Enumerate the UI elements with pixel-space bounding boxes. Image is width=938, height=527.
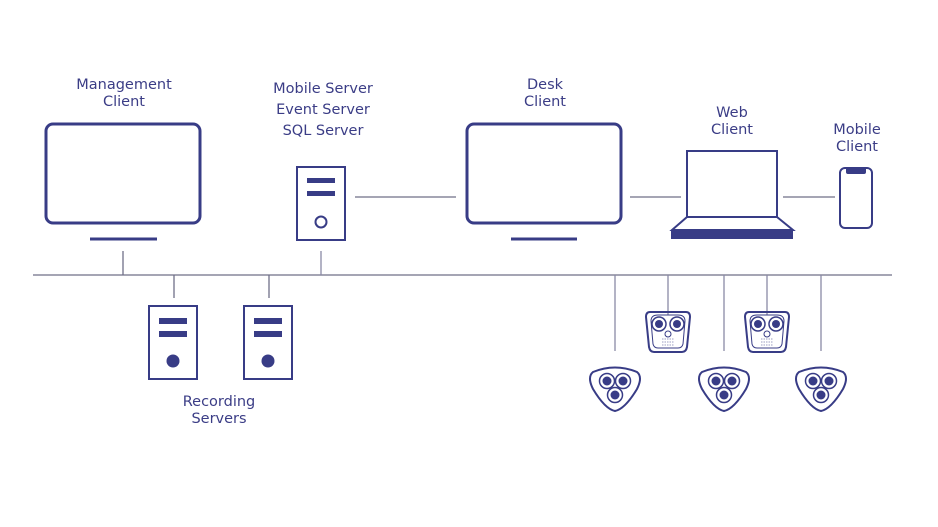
recording-servers-label: Recording Servers	[182, 394, 256, 427]
triple-lens-camera-icon	[589, 366, 641, 413]
desk-client-label: Desk Client	[524, 77, 566, 110]
triple-lens-camera-icon	[795, 366, 847, 413]
dual-lens-camera-icon	[644, 311, 692, 353]
mobile-client-label: Mobile Client	[833, 122, 881, 155]
triple-lens-camera-icon	[698, 366, 750, 413]
recording-server-1-icon	[148, 305, 198, 380]
web-client-label: Web Client	[711, 105, 753, 138]
desk-client-monitor-icon	[465, 122, 623, 241]
recording-server-2-icon	[243, 305, 293, 380]
management-client-monitor-icon	[44, 122, 202, 241]
management-client-label: Management Client	[76, 77, 172, 110]
dual-lens-camera-icon	[743, 311, 791, 353]
web-client-laptop-icon	[669, 150, 796, 239]
mobile-event-sql-server-label: Mobile Server Event Server SQL Server	[273, 81, 373, 139]
mobile-event-sql-server-icon	[296, 166, 346, 241]
mobile-client-smartphone-icon	[839, 167, 873, 229]
